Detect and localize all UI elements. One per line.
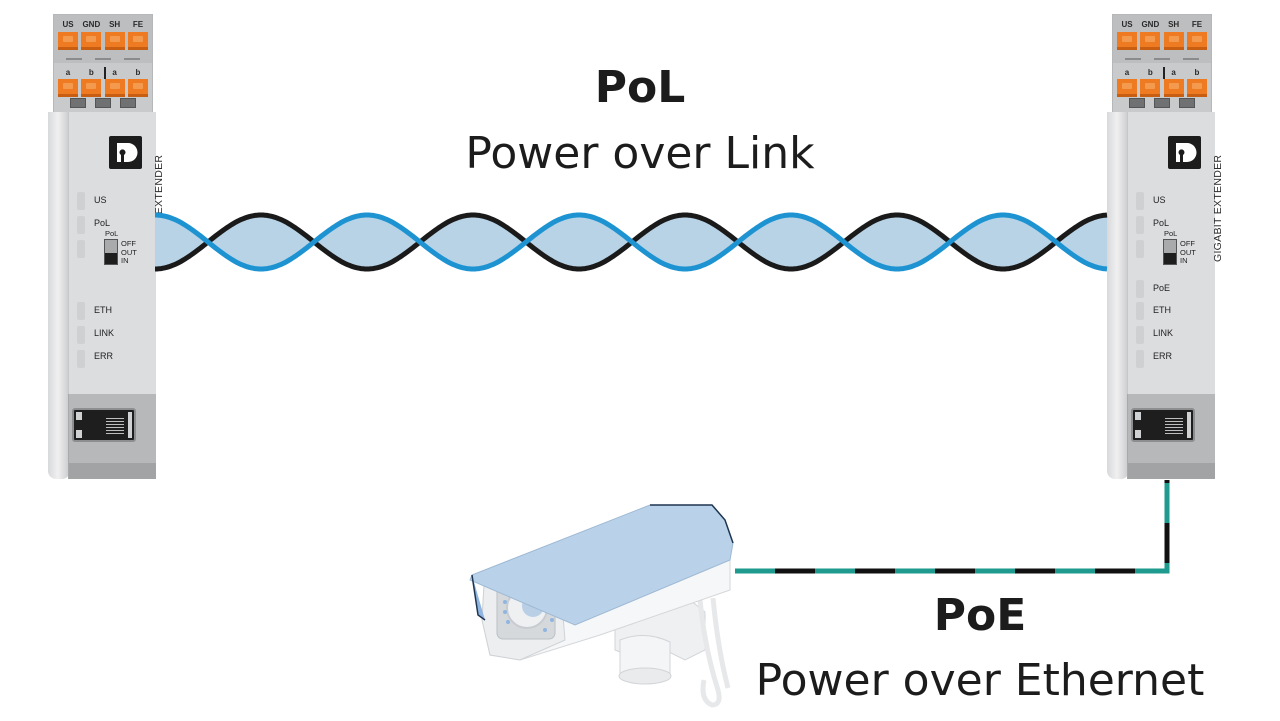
led-label-us: US: [1153, 195, 1166, 205]
terminal-label-a: a: [65, 68, 71, 77]
pol-heading: PoL: [594, 62, 686, 113]
terminal-fe: [1186, 32, 1207, 50]
switch-option-off: OFF: [121, 239, 136, 248]
ethernet-cable: [735, 480, 1170, 574]
terminal-label-a: a: [1171, 68, 1176, 77]
switch-option-in: IN: [121, 256, 129, 265]
led-label-eth: ETH: [1153, 305, 1171, 315]
led-label-poe: PoE: [1153, 283, 1171, 293]
ethernet-cable-stripe: [735, 480, 1170, 574]
terminal-gnd: [1140, 32, 1161, 50]
din-rail-clip: [1107, 112, 1129, 479]
terminal-a: [58, 79, 78, 97]
terminal-label-sh: SH: [109, 20, 121, 29]
terminal-b: [1140, 79, 1161, 97]
terminal-a: [1117, 79, 1137, 97]
terminal-label-b: b: [88, 68, 94, 77]
terminal-label-sh: SH: [1168, 20, 1180, 29]
led-label-pol: PoL: [1153, 218, 1170, 228]
switch-options: OFF OUT IN: [121, 239, 137, 266]
din-rail-clip: [48, 112, 70, 479]
terminal-us: [1117, 32, 1137, 50]
terminal-b: [1186, 79, 1207, 97]
phoenix-logo-icon: [1168, 136, 1201, 169]
terminal-a: [1163, 79, 1184, 97]
led-label-err: ERR: [94, 351, 114, 361]
switch-label: PoL: [105, 229, 119, 238]
switch-label: PoL: [1164, 229, 1178, 238]
terminal-label-b: b: [1147, 68, 1153, 77]
pol-mode-switch[interactable]: [1163, 239, 1177, 265]
front-panel: GIGABIT EXTENDER US PoL PoL OFF OUT IN E…: [68, 112, 165, 394]
ip-camera-icon: [469, 504, 734, 708]
switch-option-off: OFF: [1180, 239, 1195, 248]
terminal-label-b: b: [1194, 68, 1200, 77]
terminal-label-a: a: [1124, 68, 1130, 77]
gigabit-extender-right: US GND SH FE a b a b: [1107, 14, 1224, 479]
switch-option-out: OUT: [121, 247, 137, 257]
led-label-us: US: [94, 195, 107, 205]
terminal-label-gnd: GND: [1141, 20, 1160, 29]
led-label-link: LINK: [94, 328, 115, 338]
phoenix-logo-icon: [109, 136, 142, 169]
terminal-us: [58, 32, 78, 50]
front-panel: GIGABIT EXTENDER US PoL PoL OFF OUT IN P…: [1127, 112, 1224, 394]
twisted-pair-blue-wire: [155, 212, 1108, 272]
pol-mode-switch[interactable]: [104, 239, 118, 265]
led-label-err: ERR: [1153, 351, 1173, 361]
terminal-sh: [1163, 32, 1184, 50]
terminal-a: [104, 79, 125, 97]
rj45-port[interactable]: [72, 408, 136, 442]
switch-option-in: IN: [1180, 256, 1188, 265]
switch-option-out: OUT: [1180, 247, 1196, 257]
terminal-b: [127, 79, 148, 97]
terminal-label-a: a: [112, 68, 117, 77]
led-label-eth: ETH: [94, 305, 112, 315]
separator: [104, 67, 106, 79]
terminal-fe: [127, 32, 148, 50]
pol-subheading: Power over Link: [465, 128, 815, 179]
terminal-label-fe: FE: [1191, 20, 1203, 29]
switch-options: OFF OUT IN: [1180, 239, 1196, 266]
terminal-label-gnd: GND: [82, 20, 101, 29]
terminal-label-fe: FE: [132, 20, 144, 29]
led-label-link: LINK: [1153, 328, 1174, 338]
poe-subheading: Power over Ethernet: [755, 655, 1205, 706]
rj45-port[interactable]: [1131, 408, 1195, 442]
terminal-label-us: US: [62, 20, 74, 29]
terminal-block: US GND SH FE a b a b: [53, 14, 153, 114]
terminal-label-us: US: [1121, 20, 1133, 29]
poe-heading: PoE: [933, 590, 1027, 641]
terminal-b: [81, 79, 102, 97]
terminal-sh: [104, 32, 125, 50]
terminal-gnd: [81, 32, 102, 50]
led-label-pol: PoL: [94, 218, 111, 228]
gigabit-extender-left: US GND SH FE a b a b: [48, 14, 165, 479]
separator: [1163, 67, 1165, 79]
terminal-label-b: b: [135, 68, 141, 77]
